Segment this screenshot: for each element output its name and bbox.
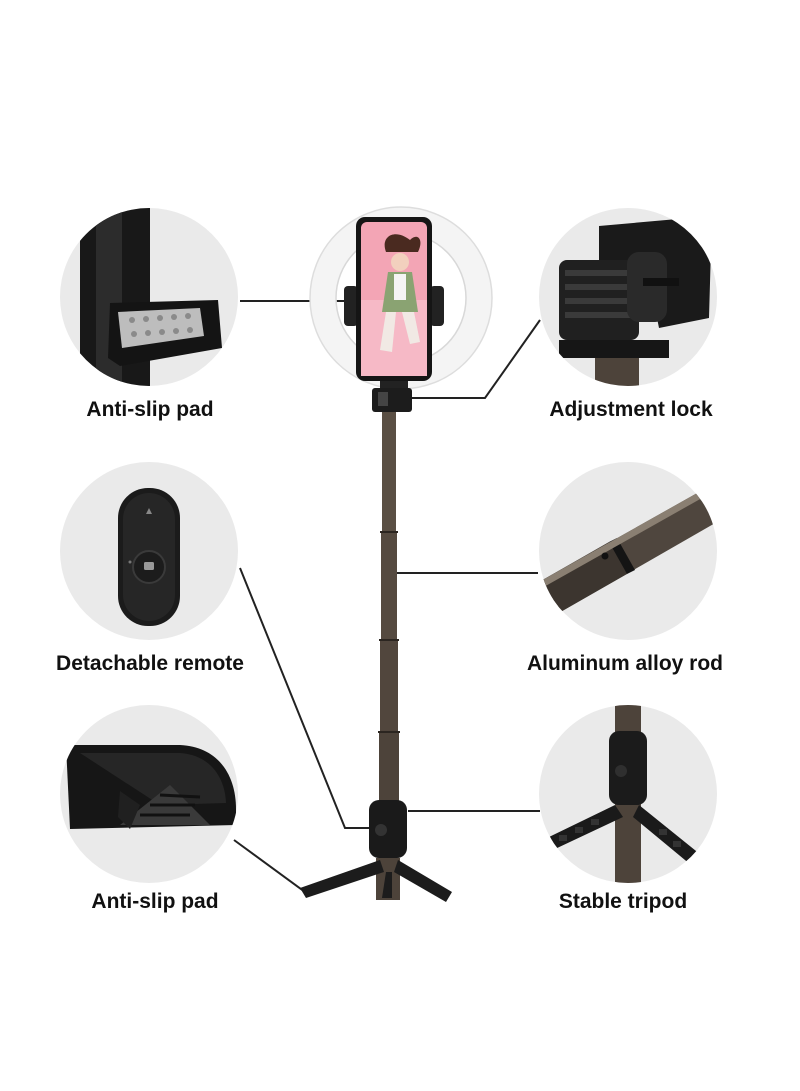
feature-label-stable-tripod: Stable tripod — [558, 890, 688, 913]
feature-circle-top-right — [539, 208, 717, 386]
adjustment-lock-icon — [559, 218, 711, 386]
tripod-leg-left — [300, 860, 384, 898]
leader-line-adjustment-lock — [412, 319, 541, 399]
feature-circle-bottom-left — [60, 705, 238, 883]
bluetooth-remote-icon — [118, 488, 180, 626]
leader-line-anti-slip-pad-bottom — [233, 839, 306, 893]
feature-circle-mid-right — [539, 462, 717, 640]
tripod-leg-right — [394, 860, 452, 902]
feature-circle-bottom-right — [539, 705, 717, 883]
feature-label-detachable-remote: Detachable remote — [56, 652, 244, 675]
alloy-rod-icon — [539, 492, 717, 614]
feature-circle-mid-left — [60, 462, 238, 640]
tripod-foot-pad-icon — [66, 745, 236, 829]
phone — [356, 217, 432, 381]
tripod-icon — [549, 705, 701, 883]
feature-label-adjustment-lock: Adjustment lock — [549, 398, 713, 421]
phone-clamp-pad-icon — [80, 208, 222, 386]
feature-label-anti-slip-pad-top: Anti-slip pad — [86, 398, 214, 421]
phone-holder-mount — [372, 388, 412, 412]
feature-circle-top-left — [60, 208, 238, 386]
feature-label-anti-slip-pad-bottom: Anti-slip pad — [91, 890, 219, 913]
telescopic-rod — [382, 412, 396, 532]
remote-on-handle — [369, 800, 407, 858]
ring-light — [310, 207, 492, 389]
tripod-leg-center — [382, 872, 392, 898]
phone-screen — [361, 222, 427, 376]
leader-line-detachable-remote — [239, 567, 378, 829]
feature-label-aluminum-alloy-rod: Aluminum alloy rod — [526, 652, 723, 675]
